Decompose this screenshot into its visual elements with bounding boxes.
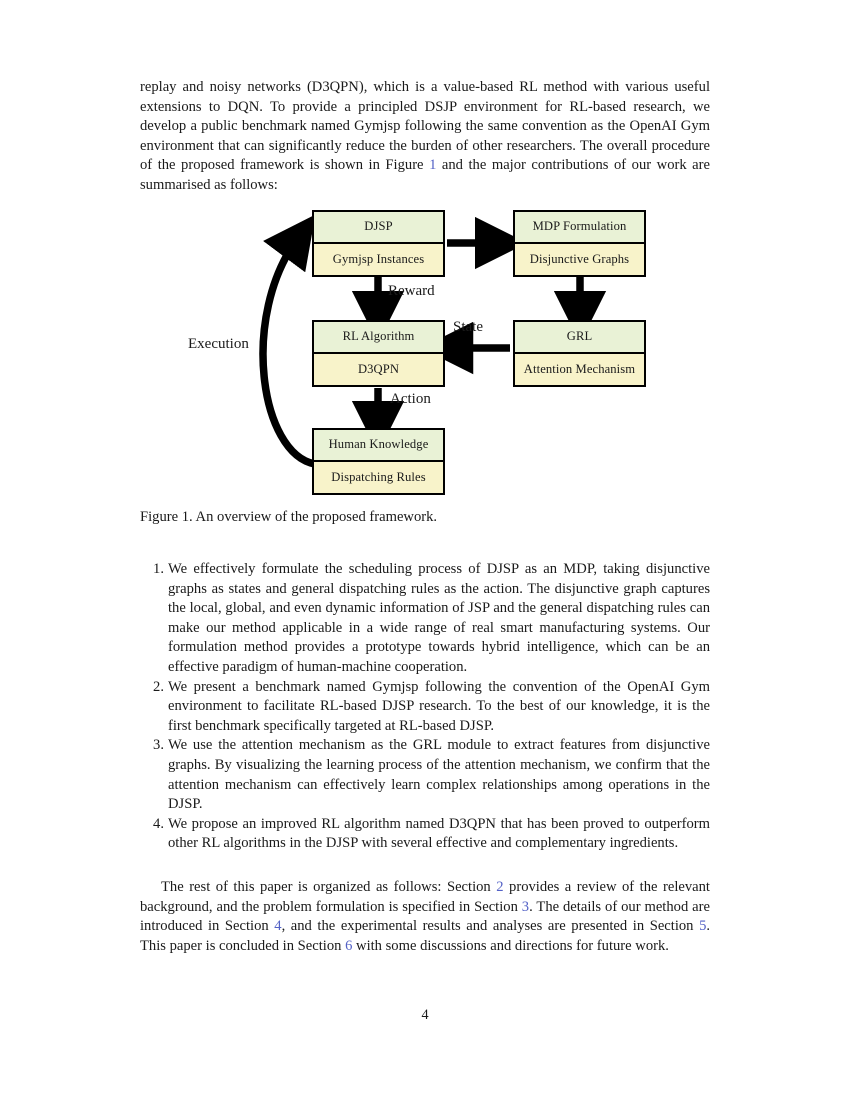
figure-box-rl-top-label: RL Algorithm	[314, 322, 443, 354]
figure-label-action: Action	[390, 391, 431, 407]
intro-paragraph: replay and noisy networks (D3QPN), which…	[140, 78, 710, 196]
figure-reference-link[interactable]: 1	[429, 157, 437, 174]
list-item: 1.We effectively formulate the schedulin…	[140, 560, 710, 678]
intro-paragraph-block: replay and noisy networks (D3QPN), which…	[140, 78, 710, 196]
list-item-number: 4.	[153, 815, 164, 832]
figure-box-rl-bottom-label: D3QPN	[314, 353, 443, 385]
contributions-list-block: 1.We effectively formulate the schedulin…	[140, 560, 710, 854]
list-item-text: We present a benchmark named Gymjsp foll…	[168, 678, 710, 734]
closing-seg-4: , and the experimental results and analy…	[281, 918, 700, 935]
section-reference-4[interactable]: 4	[274, 918, 282, 935]
list-item: 4.We propose an improved RL algorithm na…	[140, 815, 710, 854]
figure-box-djsp-top-label: DJSP	[314, 212, 443, 244]
list-item-number: 3.	[153, 737, 164, 754]
figure-box-rl-algorithm: RL Algorithm D3QPN	[312, 320, 445, 387]
figure-box-djsp-bottom-label: Gymjsp Instances	[314, 243, 443, 275]
closing-paragraph-block: The rest of this paper is organized as f…	[140, 878, 710, 956]
figure-box-grl-top-label: GRL	[515, 322, 644, 354]
framework-figure: DJSP Gymjsp Instances MDP Formulation Di…	[140, 196, 710, 506]
figure-box-mdp-bottom-label: Disjunctive Graphs	[515, 243, 644, 275]
closing-seg-6: with some discussions and directions for…	[352, 937, 669, 954]
section-reference-3[interactable]: 3	[521, 898, 530, 915]
figure-box-mdp-top-label: MDP Formulation	[515, 212, 644, 244]
figure-box-human-bottom-label: Dispatching Rules	[314, 461, 443, 493]
closing-seg-5: . This paper is concluded in Section	[140, 918, 711, 954]
list-item-number: 2.	[153, 678, 164, 695]
list-item-number: 1.	[153, 561, 164, 577]
contributions-list: 1.We effectively formulate the schedulin…	[140, 560, 710, 854]
list-item-text: We propose an improved RL algorithm name…	[168, 815, 710, 852]
figure-label-state: State	[453, 319, 483, 335]
section-reference-2[interactable]: 2	[496, 879, 504, 895]
intro-text-after-ref: and the major contributions of our work …	[140, 157, 710, 193]
figure-label-execution: Execution	[188, 336, 249, 352]
list-item: 2.We present a benchmark named Gymjsp fo…	[140, 678, 710, 737]
closing-seg-3: . The details of our method are introduc…	[140, 898, 710, 935]
figure-box-grl-bottom-label: Attention Mechanism	[515, 353, 644, 385]
figure-label-reward: Reward	[388, 283, 435, 299]
figure-arrows	[259, 214, 607, 468]
figure-box-human-top-label: Human Knowledge	[314, 430, 443, 462]
list-item: 3.We use the attention mechanism as the …	[140, 736, 710, 814]
page-number: 4	[421, 1007, 429, 1023]
closing-seg-1: The rest of this paper is organized as f…	[161, 879, 497, 895]
intro-text-before-ref: replay and noisy networks (D3QPN), which…	[140, 79, 710, 174]
section-reference-5[interactable]: 5	[699, 918, 707, 935]
list-item-text: We effectively formulate the scheduling …	[168, 561, 710, 675]
figure-box-mdp: MDP Formulation Disjunctive Graphs	[513, 210, 646, 277]
section-reference-6[interactable]: 6	[345, 937, 353, 954]
figure-box-grl: GRL Attention Mechanism	[513, 320, 646, 387]
figure-caption: Figure 1. An overview of the proposed fr…	[140, 509, 438, 525]
arrow-execution-loop	[259, 214, 316, 468]
figure-box-djsp: DJSP Gymjsp Instances	[312, 210, 445, 277]
list-item-text: We use the attention mechanism as the GR…	[168, 737, 710, 813]
closing-paragraph: The rest of this paper is organized as f…	[140, 878, 710, 956]
figure-box-human-knowledge: Human Knowledge Dispatching Rules	[312, 428, 445, 495]
closing-seg-2: provides a review of the relevant backgr…	[140, 879, 710, 915]
